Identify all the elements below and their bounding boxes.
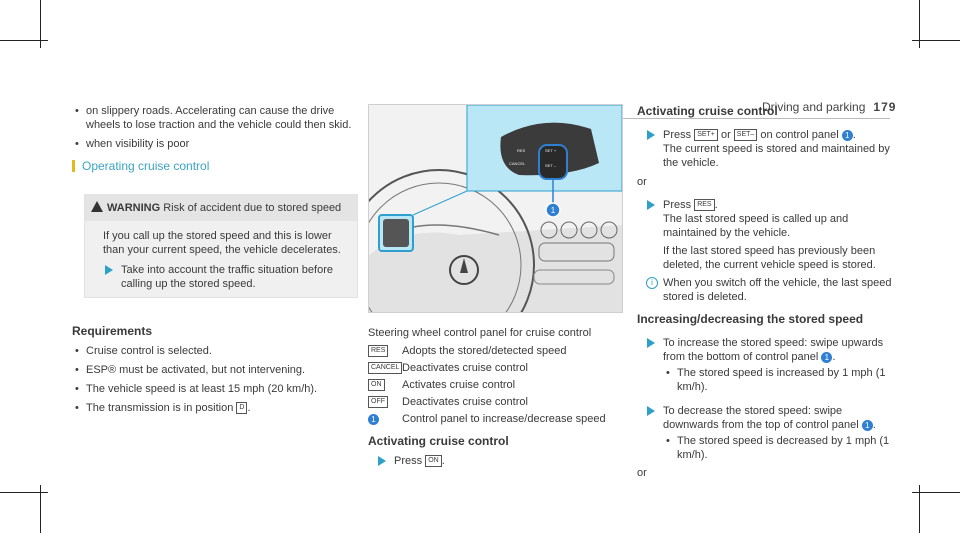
warning-action: Take into account the traffic situation … bbox=[95, 263, 345, 291]
step: To increase the stored speed: swipe upwa… bbox=[637, 336, 895, 394]
warning-header: WARNING Risk of accident due to stored s… bbox=[85, 195, 357, 221]
warning-body: If you call up the stored speed and this… bbox=[85, 221, 357, 297]
list-item: The transmission is in position D. bbox=[72, 401, 357, 415]
or-text: or bbox=[637, 467, 647, 479]
callout-icon: 1 bbox=[861, 419, 873, 431]
step: Press SET+ or SET– on control panel 1. T… bbox=[637, 128, 895, 170]
set-minus-label: SET – bbox=[545, 163, 557, 168]
list-item: The stored speed is decreased by 1 mph (… bbox=[663, 434, 895, 462]
res-icon: RES bbox=[368, 345, 389, 358]
list-item: The vehicle speed is at least 15 mph (20… bbox=[72, 382, 357, 396]
middle-column: Steering wheel control panel for cruise … bbox=[368, 326, 628, 468]
step-text: or bbox=[720, 129, 731, 141]
set-minus-icon: SET– bbox=[733, 129, 758, 142]
activating-step: Press ON. bbox=[368, 454, 628, 468]
crop-mark bbox=[0, 492, 48, 493]
activating-title: Activating cruise control bbox=[368, 434, 509, 448]
legend-text: Adopts the stored/detected speed bbox=[402, 345, 567, 357]
left-column: on slippery roads. Accelerating can caus… bbox=[72, 104, 357, 183]
gear-d-icon: D bbox=[236, 402, 248, 415]
requirements: Requirements Cruise control is selected.… bbox=[72, 310, 357, 420]
list-item: on slippery roads. Accelerating can caus… bbox=[72, 104, 357, 132]
section-name: Driving and parking bbox=[762, 100, 866, 114]
step-result: The last stored speed is called up and m… bbox=[663, 213, 849, 239]
res-icon: RES bbox=[694, 199, 715, 212]
figure-caption: Steering wheel control panel for cruise … bbox=[368, 327, 592, 339]
warning-text: If you call up the stored speed and this… bbox=[103, 230, 341, 256]
list-item: Cruise control is selected. bbox=[72, 344, 357, 358]
page-header: Driving and parking 179 bbox=[762, 100, 896, 114]
step-text: on control panel bbox=[760, 129, 839, 141]
header-rule bbox=[592, 118, 890, 119]
requirement-text: The transmission is in position bbox=[86, 402, 234, 414]
step: To decrease the stored speed: swipe down… bbox=[637, 404, 895, 462]
legend-text: Deactivates cruise control bbox=[402, 362, 528, 374]
steering-wheel-illustration: RES SET + SET – CANCEL 1 bbox=[369, 105, 622, 312]
warning-label: WARNING bbox=[107, 202, 161, 214]
cancel-label: CANCEL bbox=[509, 161, 526, 166]
activating-title: Activating cruise control bbox=[637, 104, 778, 118]
page-number: 179 bbox=[873, 100, 897, 114]
crop-mark bbox=[912, 492, 960, 493]
crop-mark bbox=[912, 40, 960, 41]
cruise-off-icon: OFF bbox=[368, 396, 388, 409]
crop-mark bbox=[40, 0, 41, 48]
info-icon: i bbox=[646, 277, 658, 289]
legend-row: RES Adopts the stored/detected speed bbox=[368, 344, 628, 358]
legend-text: Activates cruise control bbox=[402, 379, 516, 391]
legend-row: OFF Deactivates cruise control bbox=[368, 395, 628, 409]
legend-row: ON Activates cruise control bbox=[368, 378, 628, 392]
set-plus-label: SET + bbox=[545, 148, 557, 153]
warning-box: WARNING Risk of accident due to stored s… bbox=[84, 194, 358, 298]
list-item: The stored speed is increased by 1 mph (… bbox=[663, 366, 895, 394]
legend-text: Deactivates cruise control bbox=[402, 396, 528, 408]
callout-icon: 1 bbox=[368, 413, 379, 425]
cruise-on-icon: ON bbox=[368, 379, 385, 392]
or-text: or bbox=[637, 176, 647, 188]
crop-mark bbox=[919, 0, 920, 48]
incdec-title: Increasing/decreasing the stored speed bbox=[637, 312, 864, 326]
steering-wheel-figure: RES SET + SET – CANCEL 1 bbox=[368, 104, 623, 313]
list-item: when visibility is poor bbox=[72, 137, 357, 151]
cancel-icon: CANCEL bbox=[368, 362, 403, 375]
step-result: The current speed is stored and maintain… bbox=[663, 143, 890, 169]
step-result: If the last stored speed has previously … bbox=[663, 245, 876, 271]
step-text: Press bbox=[394, 455, 423, 467]
list-item: ESP® must be activated, but not interven… bbox=[72, 363, 357, 377]
res-label: RES bbox=[517, 148, 526, 153]
set-plus-icon: SET+ bbox=[694, 129, 718, 142]
callout-icon: 1 bbox=[821, 351, 833, 363]
warning-icon bbox=[91, 201, 103, 212]
cruise-on-icon: ON bbox=[425, 455, 442, 468]
step-text: Press bbox=[663, 129, 692, 141]
crop-mark bbox=[919, 485, 920, 533]
right-column: Activating cruise control Press SET+ or … bbox=[637, 104, 895, 479]
crop-mark bbox=[0, 40, 48, 41]
requirements-title: Requirements bbox=[72, 324, 153, 338]
legend-row: 1 Control panel to increase/decrease spee… bbox=[368, 412, 628, 426]
warning-title: Risk of accident due to stored speed bbox=[163, 202, 342, 214]
section-title: Operating cruise control bbox=[72, 159, 357, 173]
step: Press RES. The last stored speed is call… bbox=[637, 198, 895, 272]
legend-text: Control panel to increase/decrease speed bbox=[402, 413, 606, 425]
crop-mark bbox=[40, 485, 41, 533]
callout-icon: 1 bbox=[841, 129, 853, 141]
note-text: When you switch off the vehicle, the las… bbox=[663, 277, 892, 303]
step-text: To decrease the stored speed: swipe down… bbox=[663, 405, 859, 431]
step-text: To increase the stored speed: swipe upwa… bbox=[663, 337, 884, 363]
note: i When you switch off the vehicle, the l… bbox=[637, 276, 895, 304]
callout-1: 1 bbox=[551, 206, 556, 215]
step-text: Press bbox=[663, 199, 692, 211]
